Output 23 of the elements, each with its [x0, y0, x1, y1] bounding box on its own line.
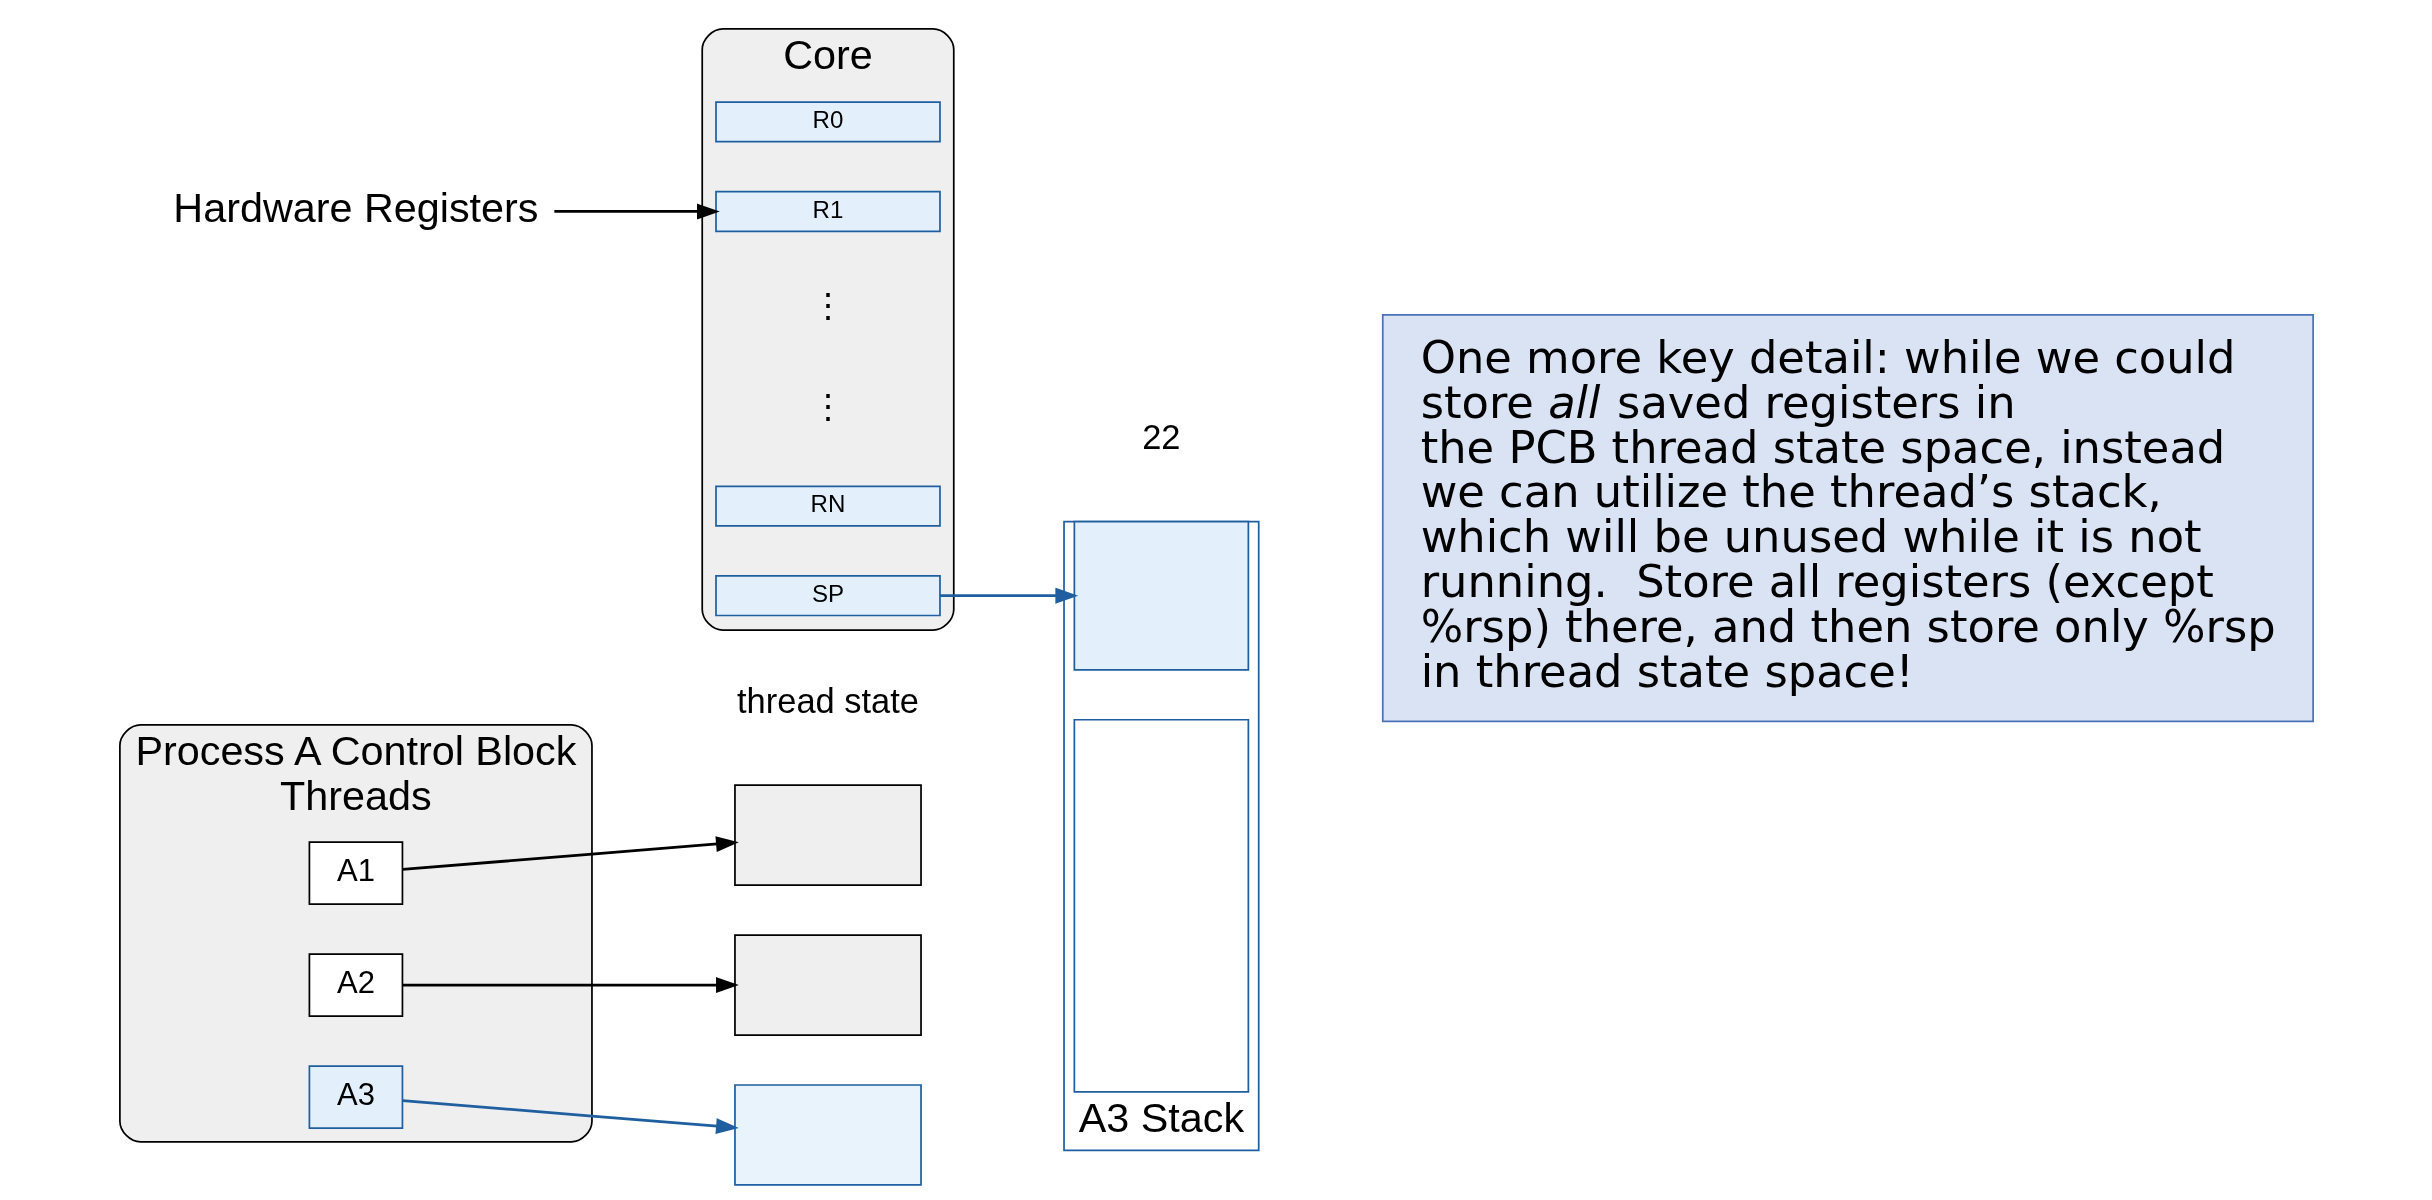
node-box [1073, 520, 1249, 671]
arrow [401, 1099, 739, 1134]
node-box: RN [714, 485, 941, 527]
arrow [402, 977, 739, 994]
arrow [939, 587, 1078, 604]
arrow [553, 203, 720, 220]
node-box [733, 934, 922, 1036]
node-box: SP [714, 575, 941, 617]
label: ⋮ [810, 387, 845, 426]
node-box [733, 1084, 922, 1186]
label: 22 [1141, 418, 1181, 457]
node-box [733, 784, 922, 886]
node-box: R0 [714, 101, 941, 143]
node-box: A3 [308, 1065, 403, 1129]
label: thread state [736, 681, 919, 720]
node-box: R1 [714, 190, 941, 233]
node-box [1073, 718, 1249, 1093]
node-box: One more key detail: while we could store all saved registers in the PCB thread state space, instead we can utilize the thread’s stack, which will be unused while it is not running. Store all registers (except %rsp) there, and then store only %rsp in thread state space! [1381, 314, 2314, 723]
arrow [401, 836, 739, 871]
node-box: A1 [308, 841, 403, 905]
node-box: A2 [308, 953, 403, 1017]
node-text: Hardware Registers [172, 185, 539, 232]
label: ⋮ [810, 285, 845, 324]
